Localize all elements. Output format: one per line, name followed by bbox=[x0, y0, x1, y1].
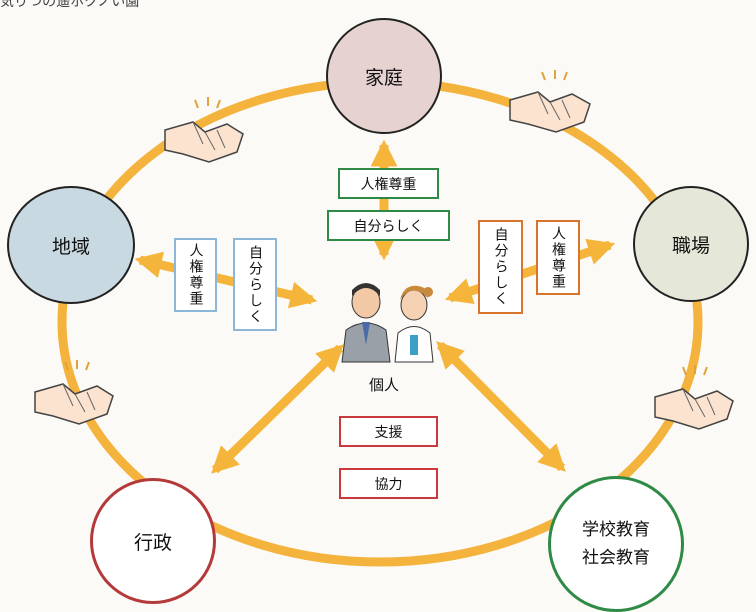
tag-community-rights: 人権尊重 bbox=[174, 238, 217, 312]
tag-workplace-self: 自分らしく bbox=[478, 220, 523, 314]
node-school-education-label: 学校教育 bbox=[582, 520, 650, 540]
header-fragment: 気りつの遥ホクノい園 bbox=[0, 0, 140, 10]
tag-family-self: 自分らしく bbox=[327, 210, 450, 241]
node-government: 行政 bbox=[90, 478, 216, 604]
arrow-center-workplace bbox=[444, 238, 616, 305]
arrow-center-education bbox=[436, 341, 566, 472]
tag-family-rights: 人権尊重 bbox=[338, 168, 439, 199]
handshake-icon bbox=[509, 70, 591, 133]
node-education: 学校教育 社会教育 bbox=[548, 476, 684, 612]
handshake-icon bbox=[654, 365, 734, 430]
tag-workplace-rights: 人権尊重 bbox=[536, 220, 580, 295]
center-person-label: 個人 bbox=[369, 376, 400, 394]
handshake-icon bbox=[34, 360, 114, 425]
arrow-center-community bbox=[134, 251, 318, 309]
tag-support: 支援 bbox=[339, 416, 438, 447]
handshake-icon bbox=[164, 97, 244, 163]
person-man-icon bbox=[341, 283, 391, 363]
node-community-label: 地域 bbox=[51, 235, 90, 258]
node-workplace-label: 職場 bbox=[671, 234, 710, 257]
node-family-label: 家庭 bbox=[364, 66, 403, 89]
tag-community-self: 自分らしく bbox=[233, 238, 277, 331]
arrow-center-government bbox=[211, 344, 344, 474]
person-woman-icon bbox=[394, 285, 434, 363]
node-social-education-label: 社会教育 bbox=[582, 548, 650, 568]
node-government-label: 行政 bbox=[133, 531, 172, 554]
node-community: 地域 bbox=[7, 186, 135, 304]
node-family: 家庭 bbox=[326, 18, 442, 134]
node-workplace: 職場 bbox=[633, 186, 749, 302]
tag-cooperation: 協力 bbox=[339, 468, 438, 499]
